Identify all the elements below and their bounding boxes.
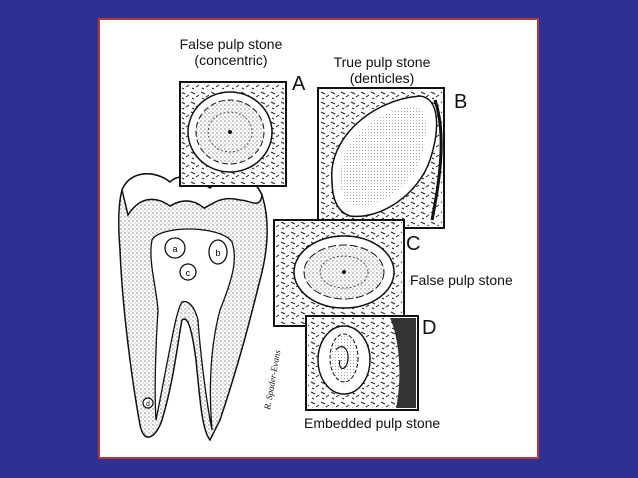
- label-false-concentric-line1: False pulp stone: [179, 36, 283, 52]
- letter-d: D: [422, 317, 437, 339]
- letter-a: A: [292, 73, 306, 95]
- figure-frame: R. Spader-Evans a c b d: [98, 18, 539, 459]
- panel-b-true-stone: [317, 87, 445, 229]
- label-embedded: Embedded pulp stone: [304, 415, 441, 431]
- tooth-label-c: c: [186, 268, 191, 278]
- panel-c-false-stone: [273, 219, 405, 327]
- tooth-label-b: b: [215, 248, 220, 258]
- letter-b: B: [454, 91, 468, 113]
- label-false-concentric-line2: (concentric): [194, 52, 268, 68]
- panel-a-concentric-stone: [179, 81, 287, 187]
- pulp-stone-diagram: R. Spader-Evans a c b d: [117, 81, 445, 442]
- letter-c: C: [406, 233, 421, 255]
- label-true-denticles: True pulp stone (denticles): [322, 54, 442, 86]
- artist-signature: R. Spader-Evans: [262, 349, 283, 412]
- label-false-concentric: False pulp stone (concentric): [176, 36, 286, 68]
- panel-d-embedded-stone: [305, 315, 419, 411]
- label-true-line1: True pulp stone: [333, 54, 431, 70]
- tooth-label-a: a: [172, 244, 177, 254]
- tooth-label-d: d: [146, 401, 150, 408]
- label-true-line2: (denticles): [349, 70, 415, 86]
- tooth-illustration: R. Spader-Evans: [117, 173, 283, 442]
- label-false-pulp-stone-c: False pulp stone: [410, 272, 513, 288]
